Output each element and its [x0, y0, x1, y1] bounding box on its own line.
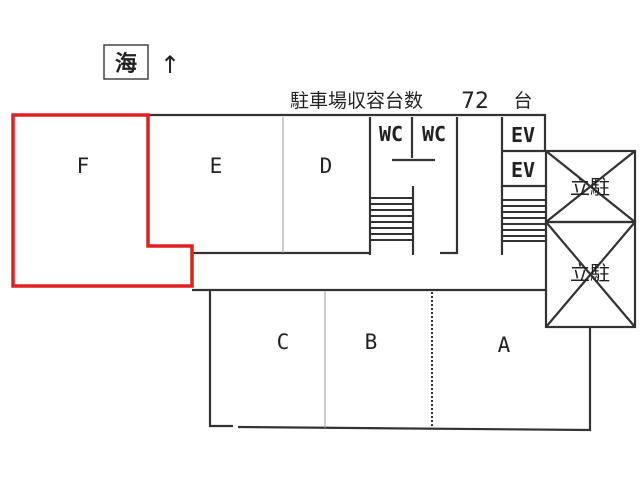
parking-tower-label-1: 立駐: [570, 175, 610, 199]
room-f-highlight[interactable]: [11, 113, 194, 288]
capacity-count: 72: [461, 89, 489, 114]
room-b-label: B: [365, 330, 378, 354]
wc-label-1: WC: [379, 122, 403, 146]
room-d-label: D: [320, 154, 333, 178]
ev-label-2: EV: [511, 158, 535, 182]
room-a-label: A: [498, 333, 511, 357]
wc-label-2: WC: [422, 122, 446, 146]
sea-label: 海: [115, 51, 137, 77]
capacity-label: 駐車場収容台数: [290, 90, 423, 112]
north-arrow-icon: ↑: [160, 51, 180, 79]
ev-label-1: EV: [511, 123, 535, 147]
sea-label-box: [103, 44, 149, 80]
capacity-unit: 台: [513, 90, 532, 112]
room-c-label: C: [277, 330, 290, 354]
room-f-label: F: [77, 154, 90, 178]
parking-towers: [544, 149, 637, 329]
parking-tower-label-2: 立駐: [570, 261, 610, 285]
upper-block: [148, 113, 547, 292]
room-e-label: E: [210, 154, 223, 178]
lower-block: [208, 290, 592, 432]
